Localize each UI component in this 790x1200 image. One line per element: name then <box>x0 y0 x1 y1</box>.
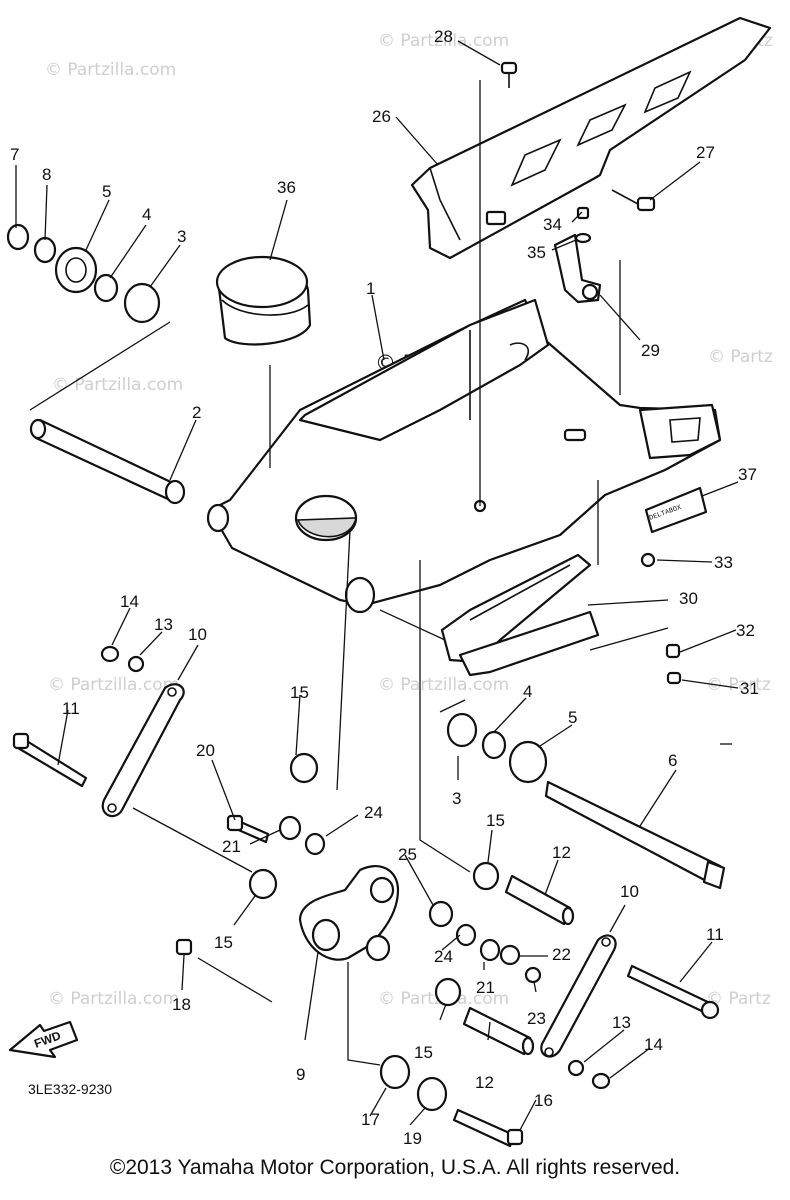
screws-31-32-33 <box>640 552 682 685</box>
callout-7: 7 <box>10 145 19 164</box>
watermark-text: © Partzilla.com <box>45 60 176 80</box>
callout-24-upper: 24 <box>364 803 383 822</box>
watermark-text: © Partzilla.com <box>378 675 509 695</box>
callout-28: 28 <box>434 27 453 46</box>
bolt-28 <box>500 61 518 88</box>
watermark-text: © Partzilla.com <box>48 989 179 1009</box>
callout-12-lower: 12 <box>475 1073 494 1092</box>
watermark-text: © Partzilla.com <box>378 31 509 51</box>
swingarm-body <box>206 298 722 614</box>
callout-20: 20 <box>196 741 215 760</box>
callout-14-left: 14 <box>120 592 139 611</box>
callout-34: 34 <box>543 215 562 234</box>
callout-6: 6 <box>668 751 677 770</box>
callout-14-right: 14 <box>644 1035 663 1054</box>
relay-collars <box>175 874 575 1148</box>
callout-8: 8 <box>42 165 51 184</box>
callout-3: 3 <box>177 227 186 246</box>
callout-22: 22 <box>552 945 571 964</box>
callout-12-upper: 12 <box>552 843 571 862</box>
callout-numbers: 7 8 5 4 3 36 1 2 26 28 27 34 35 29 37 33… <box>10 27 759 1148</box>
chain-case <box>440 553 600 677</box>
right-bearing-stack <box>446 712 548 784</box>
left-connecting-rod <box>12 645 185 818</box>
chain-guard <box>410 16 772 260</box>
callout-21-lower: 21 <box>476 978 495 997</box>
callout-15-right-lower: 15 <box>414 1043 433 1062</box>
callout-35: 35 <box>527 243 546 262</box>
callout-33: 33 <box>714 553 733 572</box>
callout-5-right: 5 <box>568 708 577 727</box>
callout-4: 4 <box>142 205 151 224</box>
callout-5: 5 <box>102 182 111 201</box>
fwd-arrow: FWD <box>8 1020 79 1059</box>
pivot-shaft-left <box>29 418 186 505</box>
pivot-shaft-right <box>544 780 726 890</box>
right-connecting-rod <box>540 934 720 1090</box>
callout-27: 27 <box>696 143 715 162</box>
callout-10-right: 10 <box>620 882 639 901</box>
bushings <box>248 752 500 1007</box>
copyright-notice: ©2013 Yamaha Motor Corporation, U.S.A. A… <box>109 1156 681 1179</box>
relay-arm <box>298 864 400 962</box>
callout-13-right: 13 <box>612 1013 631 1032</box>
callout-36: 36 <box>277 178 296 197</box>
watermark-text: © Partzilla.com <box>52 375 183 395</box>
callout-18: 18 <box>172 995 191 1014</box>
callout-21-upper: 21 <box>222 837 241 856</box>
drawing-number: 3LE332-9230 <box>28 1081 112 1097</box>
dust-cover <box>215 255 312 346</box>
chain-guard-bracket <box>553 206 602 304</box>
callout-11-right: 11 <box>706 925 724 944</box>
left-bearing-stack <box>6 223 161 324</box>
callout-17: 17 <box>361 1110 380 1129</box>
callout-32: 32 <box>736 621 755 640</box>
callout-15-left-upper: 15 <box>290 683 309 702</box>
callout-3-right: 3 <box>452 789 461 808</box>
callout-15-right-upper: 15 <box>486 811 505 830</box>
callout-29: 29 <box>641 341 660 360</box>
callout-25: 25 <box>398 845 417 864</box>
callout-37: 37 <box>738 465 757 484</box>
callout-30: 30 <box>679 589 698 608</box>
bolt-27 <box>611 189 656 212</box>
watermark-text: © Partz <box>706 989 771 1009</box>
callout-10-left: 10 <box>188 625 207 644</box>
callout-9: 9 <box>296 1065 305 1084</box>
callout-11-left: 11 <box>62 699 80 718</box>
callout-1: 1 <box>366 279 375 298</box>
leader-lines <box>15 40 739 1131</box>
callout-23: 23 <box>527 1009 546 1028</box>
relay-bolt-hardware <box>226 814 542 984</box>
callout-2: 2 <box>192 403 201 422</box>
callout-24-lower: 24 <box>434 947 453 966</box>
callout-16: 16 <box>534 1091 553 1110</box>
callout-31: 31 <box>740 679 759 698</box>
callout-15-left-lower: 15 <box>214 933 233 952</box>
callout-4-right: 4 <box>523 682 532 701</box>
watermark-text: © Partz <box>708 347 773 367</box>
watermark-text: © Partzilla.com <box>48 675 179 695</box>
deltabox-decal: DELTABOX <box>644 486 708 534</box>
callout-13-left: 13 <box>154 615 173 634</box>
watermark-text: © Partz <box>706 675 771 695</box>
callout-26: 26 <box>372 107 391 126</box>
callout-19: 19 <box>403 1129 422 1148</box>
watermarks: © Partzilla.com © Partzilla.com © Partz … <box>45 31 773 1009</box>
